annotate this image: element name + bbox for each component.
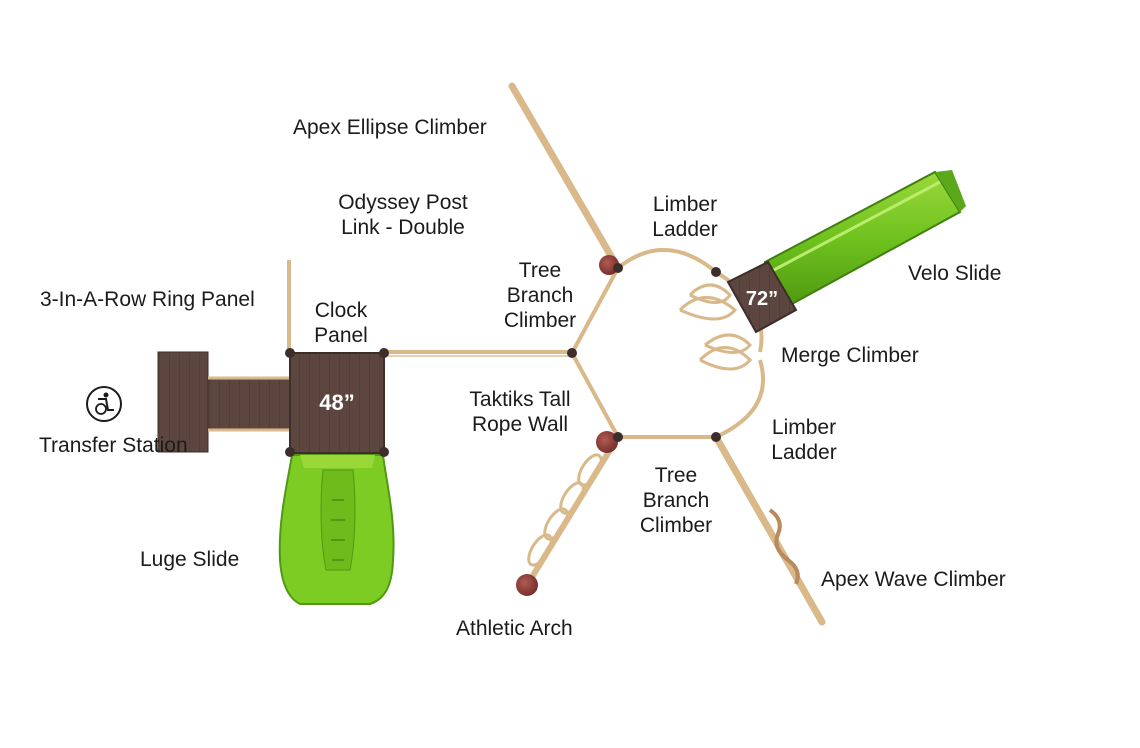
label-odyssey-post-link: Odyssey Post Link - Double xyxy=(333,190,473,240)
label-ring-panel: 3-In-A-Row Ring Panel xyxy=(40,288,255,311)
main-deck xyxy=(289,352,385,454)
label-limber-ladder-top-line2: Ladder xyxy=(652,218,718,241)
athletic-arch xyxy=(516,431,621,596)
label-limber-ladder-top: Limber Ladder xyxy=(645,192,725,242)
label-athletic-arch: Athletic Arch xyxy=(456,617,573,640)
label-taktiks-line1: Taktiks Tall xyxy=(469,388,571,411)
label-taktiks-tall-rope-wall: Taktiks Tall Rope Wall xyxy=(462,387,578,437)
label-apex-wave-climber: Apex Wave Climber xyxy=(821,568,1006,591)
label-velo-slide: Velo Slide xyxy=(908,262,1002,285)
label-tree-branch-bottom-line2: Branch xyxy=(642,489,710,512)
label-tree-branch-top-line1: Tree xyxy=(518,259,562,282)
label-apex-ellipse-climber: Apex Ellipse Climber xyxy=(293,116,487,139)
label-clock-panel-line1: Clock xyxy=(314,299,368,322)
label-tree-branch-climber-top: Tree Branch Climber xyxy=(495,258,585,333)
label-odyssey-post-link-line1: Odyssey Post xyxy=(338,191,468,214)
apex-wave-climber xyxy=(712,433,826,626)
label-tree-branch-top-line2: Branch xyxy=(506,284,574,307)
label-odyssey-post-link-line2: Link - Double xyxy=(341,216,465,239)
merge-climber xyxy=(678,283,753,371)
label-tree-branch-bottom-line1: Tree xyxy=(654,464,698,487)
label-transfer-station: Transfer Station xyxy=(39,434,188,457)
luge-slide xyxy=(278,454,395,605)
label-limber-ladder-bottom: Limber Ladder xyxy=(764,415,844,465)
apex-ellipse-climber xyxy=(508,82,622,275)
odyssey-post-link xyxy=(384,350,572,357)
label-limber-ladder-bottom-line1: Limber xyxy=(771,416,837,439)
main-deck-height-label: 48” xyxy=(319,390,354,415)
label-clock-panel: Clock Panel xyxy=(305,298,377,348)
label-limber-ladder-top-line1: Limber xyxy=(652,193,718,216)
label-clock-panel-line2: Panel xyxy=(314,324,368,347)
label-limber-ladder-bottom-line2: Ladder xyxy=(771,441,837,464)
label-tree-branch-climber-bottom: Tree Branch Climber xyxy=(631,463,721,538)
label-luge-slide: Luge Slide xyxy=(140,548,240,571)
posts xyxy=(285,263,721,457)
label-taktiks-line2: Rope Wall xyxy=(471,413,569,436)
wheelchair-accessibility-icon xyxy=(86,386,122,422)
label-merge-climber: Merge Climber xyxy=(781,344,919,367)
label-tree-branch-bottom-line3: Climber xyxy=(639,514,713,537)
label-tree-branch-top-line3: Climber xyxy=(503,309,577,332)
velo-deck-height-label: 72” xyxy=(746,288,778,310)
velo-deck xyxy=(726,260,798,334)
